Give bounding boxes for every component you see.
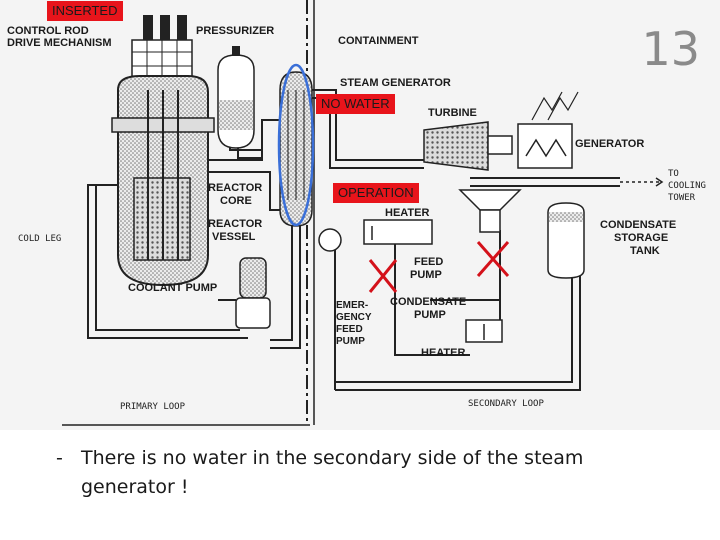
emergency-feed-pump — [318, 228, 342, 252]
label-cold-leg: COLD LEG — [18, 234, 61, 244]
label-tower: TOWER — [668, 193, 696, 203]
heater-top — [363, 219, 433, 245]
label-gency: GENCY — [336, 312, 372, 323]
caption-bullet: - — [56, 447, 63, 469]
condenser — [458, 189, 522, 233]
tag-no-water: NO WATER — [316, 94, 395, 114]
label-turbine: TURBINE — [428, 107, 477, 119]
generator — [517, 91, 579, 169]
label-coolant-pump: COOLANT PUMP — [128, 282, 217, 294]
tag-inserted: INSERTED — [47, 1, 123, 21]
label-reactor-2: REACTOR — [208, 218, 262, 230]
reactor-diagram: CONTROL ROD DRIVE MECHANISM PRESSURIZER … — [0, 0, 720, 430]
label-core: CORE — [220, 195, 252, 207]
slide-number: 13 — [641, 22, 700, 76]
label-feed: FEED — [414, 256, 443, 268]
primary-piping — [87, 110, 301, 349]
label-to: TO — [668, 169, 679, 179]
valve-closed-cross-left — [368, 259, 398, 293]
label-emer: EMER- — [336, 300, 368, 311]
pressurizer — [217, 46, 255, 149]
caption: - There is no water in the secondary sid… — [56, 444, 656, 502]
heater-bottom — [465, 319, 503, 343]
control-rod-drive — [131, 15, 193, 81]
label-pump-2: PUMP — [336, 336, 365, 347]
label-tank: TANK — [630, 245, 660, 257]
caption-text: There is no water in the secondary side … — [81, 447, 584, 498]
label-containment: CONTAINMENT — [338, 35, 419, 47]
valve-closed-cross-right — [476, 241, 510, 277]
steam-generator-highlight — [277, 63, 315, 227]
label-steam-generator: STEAM GENERATOR — [340, 77, 451, 89]
label-primary-loop: PRIMARY LOOP — [120, 402, 186, 412]
label-condensate: CONDENSATE — [600, 219, 676, 231]
label-condensate-2: CONDENSATE — [390, 296, 466, 308]
label-feed-2: FEED — [336, 324, 363, 335]
label-pressurizer: PRESSURIZER — [196, 25, 274, 37]
label-control-rod: CONTROL ROD — [7, 25, 89, 37]
turbine — [423, 121, 513, 171]
coolant-pump — [218, 257, 271, 329]
label-storage: STORAGE — [614, 232, 668, 244]
label-heater-top: HEATER — [385, 207, 429, 219]
condensate-storage-tank — [547, 202, 585, 279]
label-reactor: REACTOR — [208, 182, 262, 194]
label-cooling: COOLING — [668, 181, 706, 191]
tag-operation: OPERATION — [333, 183, 419, 203]
label-generator: GENERATOR — [575, 138, 644, 150]
label-pump: PUMP — [410, 269, 442, 281]
label-pump-3: PUMP — [414, 309, 446, 321]
label-heater-bottom: HEATER — [421, 347, 465, 359]
label-drive-mechanism: DRIVE MECHANISM — [7, 37, 112, 49]
secondary-piping — [312, 89, 620, 391]
label-vessel: VESSEL — [212, 231, 256, 243]
label-secondary-loop: SECONDARY LOOP — [468, 399, 544, 409]
reactor-vessel — [111, 75, 215, 287]
